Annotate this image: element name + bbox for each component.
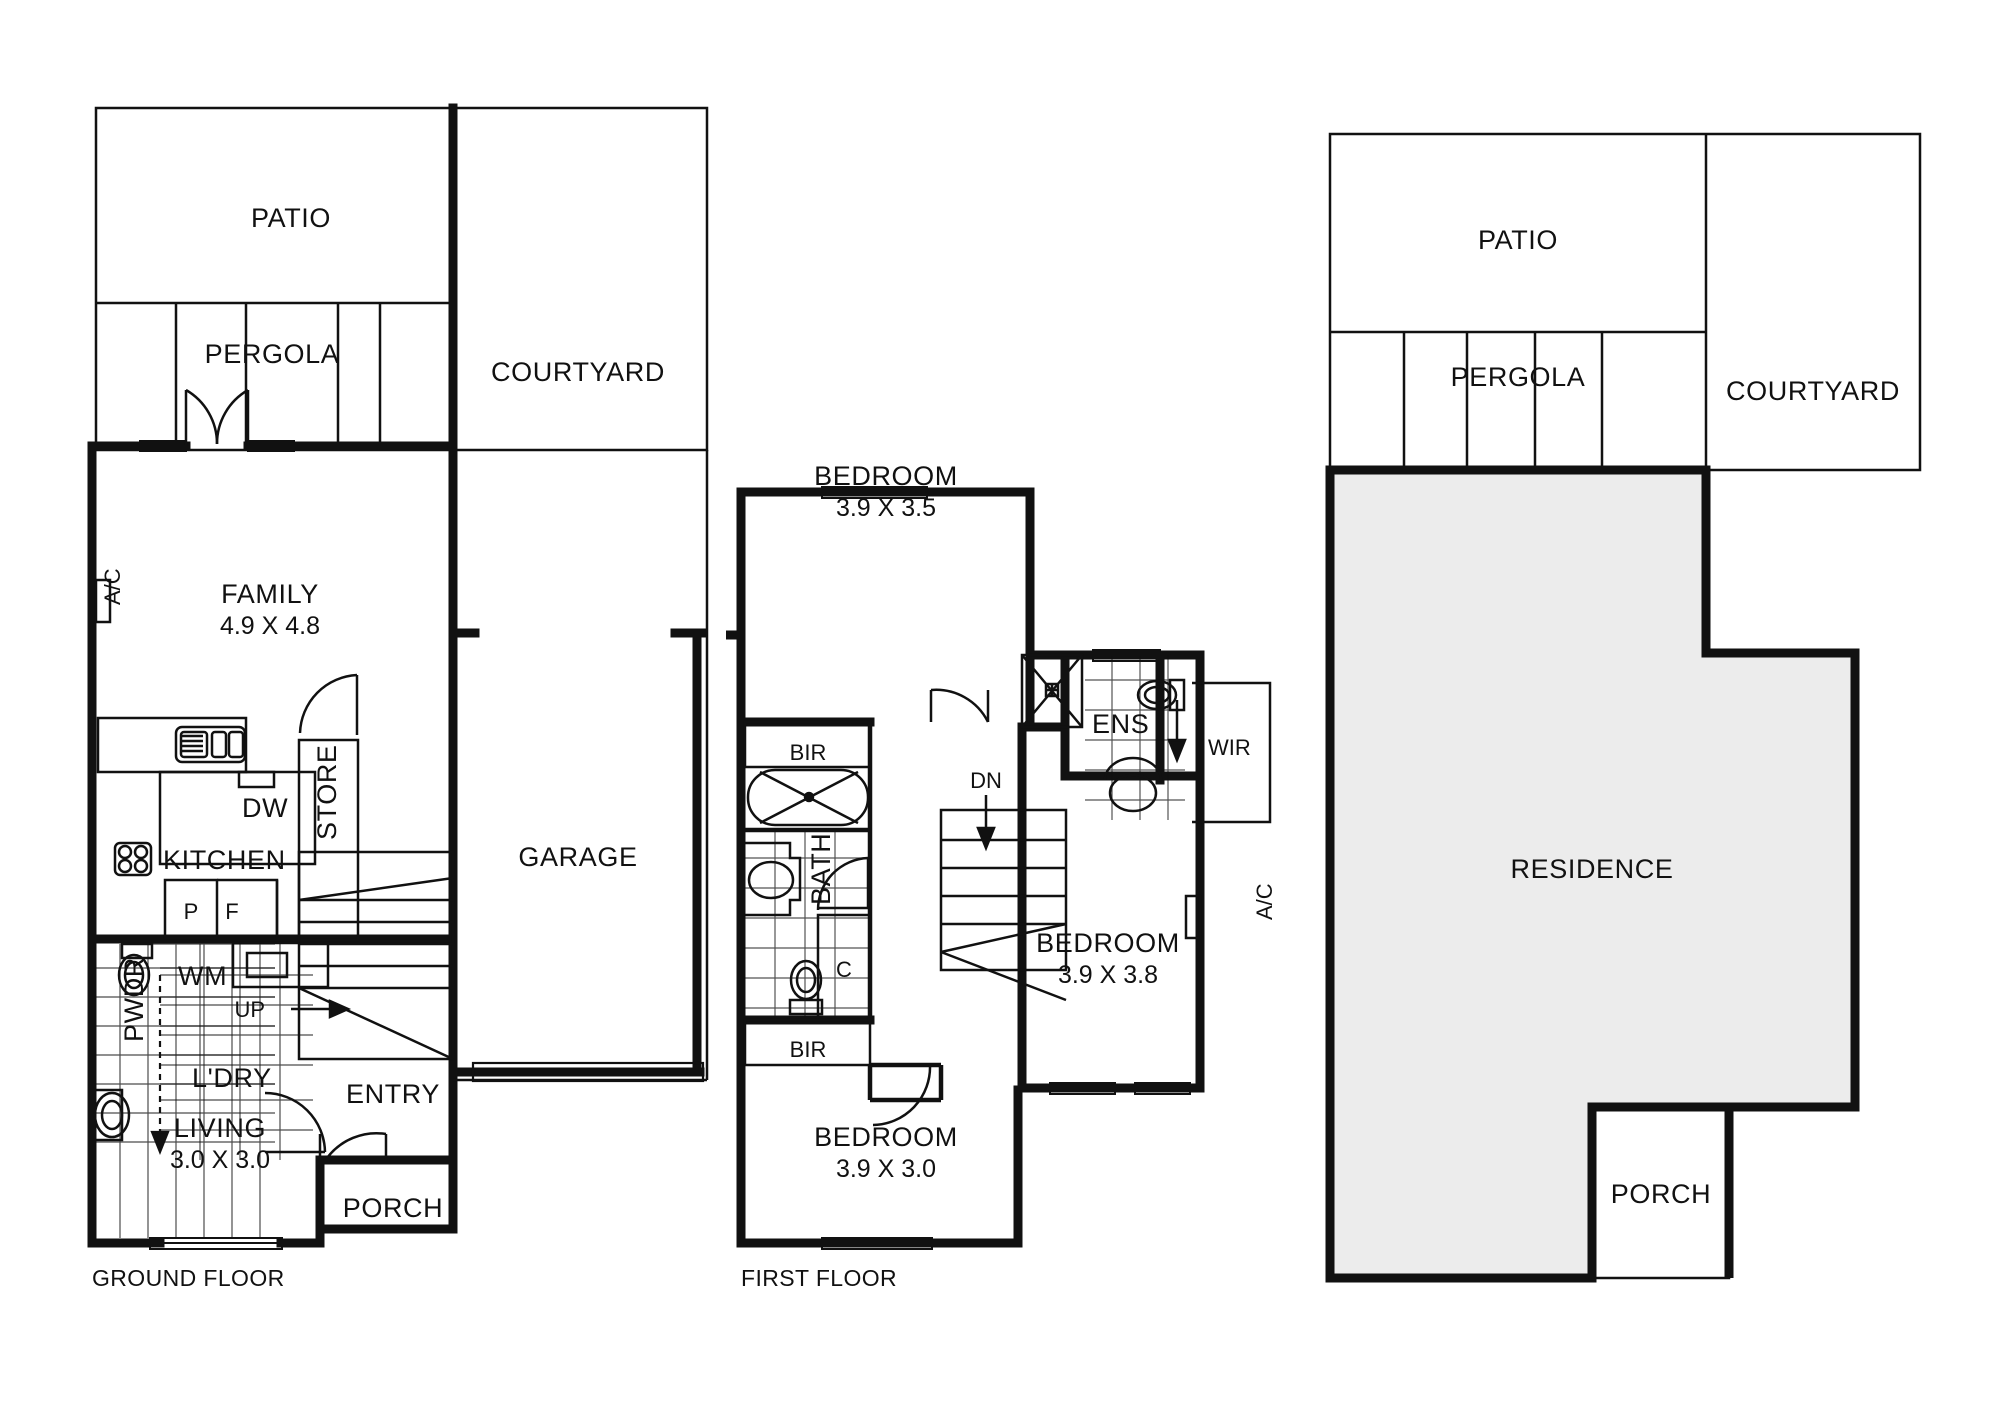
gf-store-door (298, 673, 359, 735)
gf-ac-label: A/C (100, 568, 125, 605)
gf-garage-label: GARAGE (518, 842, 637, 872)
sp-residence-label: RESIDENCE (1511, 854, 1674, 884)
gf-pergola-label: PERGOLA (205, 339, 340, 369)
gf-store-room (297, 738, 360, 942)
ff-wir-label: WIR (1208, 735, 1251, 760)
gf-store-label: STORE (312, 744, 342, 840)
ff-ens-window (1092, 649, 1161, 662)
ff-bedroom1-window (821, 486, 928, 499)
first-floor-plan: BEDROOM 3.9 X 3.5 BIR (726, 461, 1277, 1291)
gf-staircase (297, 850, 455, 1061)
gf-pergola-windows (139, 440, 295, 452)
gf-dishwasher (237, 770, 276, 789)
gf-wm-label: WM (178, 961, 227, 991)
site-plan: PATIO PERGOLA COURTYARD RESIDENCE PORCH (1325, 132, 1922, 1283)
ff-ac-label: A/C (1252, 883, 1277, 920)
gf-family-label: FAMILY (221, 579, 319, 609)
ff-ens-basin (1103, 756, 1163, 813)
ff-bedroom2-windows (1049, 1082, 1191, 1095)
ff-bedroom3-door (872, 1064, 932, 1127)
gf-living-dim: 3.0 X 3.0 (170, 1146, 270, 1174)
gf-cooktop (113, 841, 153, 877)
gf-porch-label: PORCH (343, 1193, 444, 1223)
gf-courtyard-label: COURTYARD (491, 357, 665, 387)
ff-cupboard-label: C (836, 957, 852, 982)
ff-bath-toilet (788, 959, 824, 1016)
sp-courtyard-label: COURTYARD (1726, 376, 1900, 406)
sp-porch-top-wall (1592, 1102, 1734, 1278)
ff-bedroom1-label: BEDROOM (814, 461, 958, 491)
gf-laundry-grid (160, 944, 313, 1160)
gf-pergola-doors (184, 388, 250, 446)
gf-patio-label: PATIO (251, 203, 331, 233)
gf-kitchen-sink (174, 725, 247, 764)
ff-bedroom3-window (821, 1237, 933, 1250)
ff-bedroom1-door (929, 688, 990, 723)
first-floor-caption: FIRST FLOOR (741, 1265, 897, 1291)
ff-ens-shower (1020, 653, 1084, 729)
gf-ldry-label: L'DRY (192, 1063, 272, 1093)
sp-residence-bottom-wall (1330, 1107, 1597, 1283)
ff-bath-vanity (745, 841, 802, 917)
ff-ens-label: ENS (1092, 709, 1149, 739)
ground-floor-plan: PATIO PERGOLA COURTYARD (87, 103, 709, 1291)
gf-ac-unit (94, 578, 112, 624)
ff-wir-outline (1192, 681, 1272, 824)
ff-bir-bottom-label: BIR (790, 1037, 827, 1062)
ff-dn-label: DN (970, 768, 1002, 793)
gf-laundry-door (264, 1091, 327, 1154)
sp-outdoor-outline (1328, 132, 1922, 472)
gf-up-label: UP (234, 997, 265, 1022)
sp-porch-label: PORCH (1611, 1179, 1712, 1209)
gf-pantry-fridge (163, 878, 279, 940)
gf-living-label: LIVING (174, 1113, 266, 1143)
ff-dn-arrow (976, 795, 996, 852)
gf-laundry-tiles (160, 967, 275, 1085)
ff-bir-bottom (743, 1018, 872, 1067)
gf-pwdr-label: PWDR (119, 957, 149, 1042)
gf-kitchen-label: KITCHEN (163, 845, 286, 875)
ground-floor-caption: GROUND FLOOR (92, 1265, 285, 1291)
ff-staircase (939, 808, 1068, 1002)
gf-entry-door (318, 1132, 388, 1160)
ff-bir-top-label: BIR (790, 740, 827, 765)
ff-hall-walls (867, 722, 944, 1103)
gf-up-arrow (291, 999, 352, 1019)
gf-entry-label: ENTRY (346, 1079, 440, 1109)
gf-pantry-label: P (184, 899, 199, 924)
gf-powder-fixtures (93, 942, 154, 1142)
ff-ens-wir-arrow (1167, 700, 1187, 764)
gf-garage-door (471, 1061, 705, 1083)
sp-patio-label: PATIO (1478, 225, 1558, 255)
ff-bedroom3-dim: 3.9 X 3.0 (836, 1155, 936, 1183)
gf-pwdr-door-arrow (150, 975, 170, 1155)
gf-fridge-label: F (225, 899, 238, 924)
gf-living-window (149, 1237, 283, 1250)
ff-bedroom2-ac (1184, 894, 1202, 940)
ff-bedroom3-label: BEDROOM (814, 1122, 958, 1152)
sp-pergola-label: PERGOLA (1451, 362, 1586, 392)
ff-bedroom2-label: BEDROOM (1036, 928, 1180, 958)
gf-family-dim: 4.9 X 4.8 (220, 612, 320, 640)
ff-bedroom1-dim: 3.9 X 3.5 (836, 494, 936, 522)
ff-ens-tiles (1085, 655, 1185, 820)
gf-dw-label: DW (242, 793, 288, 823)
ff-bedroom2-dim: 3.9 X 3.8 (1058, 961, 1158, 989)
